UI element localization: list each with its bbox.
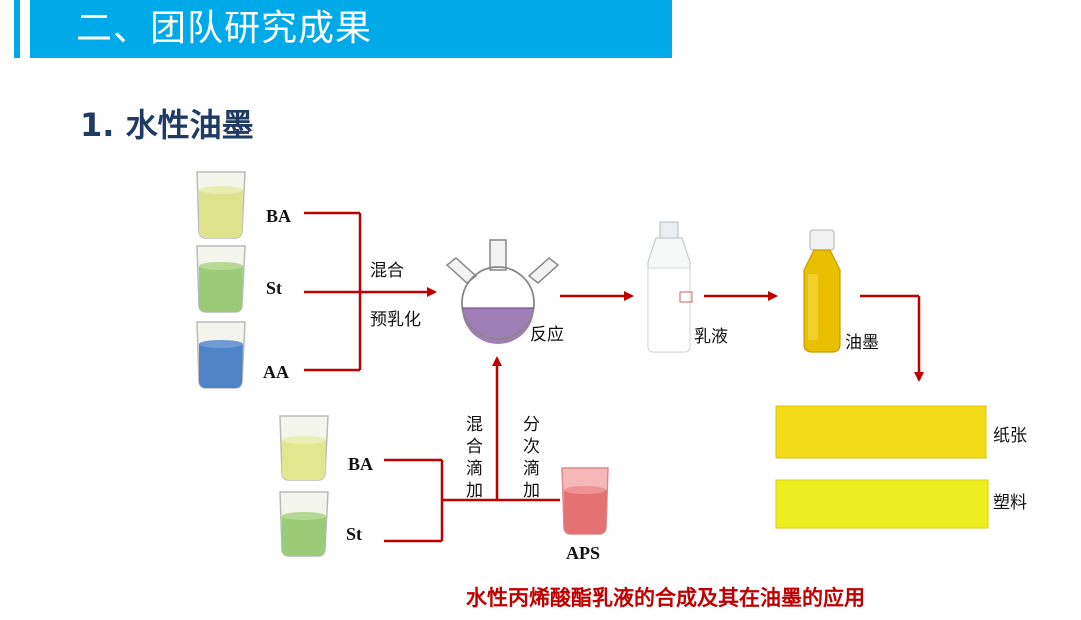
beaker-st-bottom	[279, 491, 329, 557]
reagent-label-st-bottom: St	[346, 524, 362, 544]
substrate-label-plastic: 塑料	[993, 493, 1027, 513]
ink-label: 油墨	[845, 333, 879, 353]
section-title: 1. 水性油墨	[80, 106, 254, 144]
beaker-aps	[561, 467, 609, 535]
figure-caption: 水性丙烯酸酯乳液的合成及其在油墨的应用	[466, 586, 865, 610]
beaker-ba-bottom	[279, 415, 329, 481]
reagent-label-ba-bottom: BA	[348, 454, 373, 474]
bottom-connector-lines	[384, 356, 560, 543]
emulsion-bottle	[647, 221, 693, 353]
header-bar	[30, 0, 672, 58]
vertical-label-mix-dropwise: 混合滴加	[466, 415, 483, 501]
step-label-preemulsify: 预乳化	[370, 310, 421, 330]
ink-bottle	[803, 229, 841, 353]
step-label-mix: 混合	[370, 261, 404, 281]
three-neck-flask	[445, 239, 560, 344]
synthesis-diagram: BA St AA 混合 预乳化 反应 乳液 油墨	[196, 171, 1027, 563]
reagent-label-aps: APS	[566, 543, 600, 563]
vertical-label-batch-dropwise: 分次滴加	[523, 415, 540, 501]
beaker-ba-top	[196, 171, 246, 239]
top-connector-lines	[304, 211, 437, 372]
reagent-label-ba: BA	[266, 206, 291, 226]
beaker-aa-top	[196, 321, 246, 389]
beaker-st-top	[196, 245, 246, 313]
header-accent-bar	[14, 0, 20, 58]
emulsion-label: 乳液	[694, 327, 728, 347]
reagent-label-st: St	[266, 278, 282, 298]
paper-sample-swatch	[775, 405, 987, 459]
arrow-to-substrates	[860, 294, 924, 382]
reagent-label-aa: AA	[263, 362, 289, 382]
header-title: 二、团队研究成果	[76, 8, 373, 49]
flask-label-reaction: 反应	[530, 325, 564, 345]
substrate-label-paper: 纸张	[993, 426, 1027, 446]
plastic-sample-swatch	[775, 479, 989, 529]
